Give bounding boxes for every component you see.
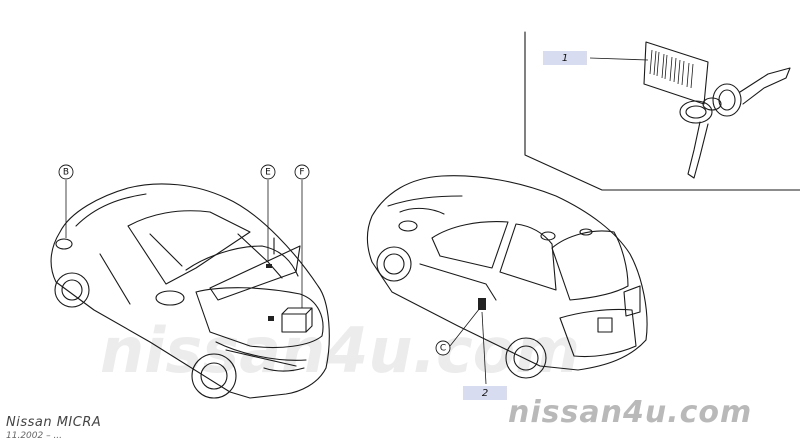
front-side-window bbox=[127, 210, 251, 285]
license-plate-area bbox=[597, 317, 613, 333]
front-left-wheel bbox=[54, 272, 90, 308]
engine-bay bbox=[195, 287, 324, 349]
rear-right-wheel bbox=[505, 337, 547, 379]
svg-text:2: 2 bbox=[482, 388, 488, 399]
car-rear-view bbox=[366, 175, 648, 379]
side-mirror bbox=[155, 290, 185, 306]
callout-loc-f: F bbox=[294, 164, 310, 180]
callout-part-1: 1 bbox=[543, 51, 587, 65]
hood-opening bbox=[185, 245, 299, 277]
detail-inset-border bbox=[524, 31, 800, 191]
svg-text:B: B bbox=[63, 168, 69, 178]
rear-spoiler bbox=[399, 207, 445, 215]
rear-side-window-2 bbox=[499, 223, 557, 291]
engine-label-sticker bbox=[268, 316, 274, 321]
svg-text:E: E bbox=[265, 168, 271, 178]
key-set-illustration bbox=[643, 41, 791, 179]
rear-left-wheel bbox=[376, 246, 412, 282]
model-date-range: 11.2002 – ... bbox=[6, 431, 63, 441]
tail-lamp bbox=[623, 285, 641, 317]
battery-icon bbox=[281, 313, 307, 333]
svg-text:C: C bbox=[440, 344, 446, 354]
background-watermark: nissan4u.com bbox=[100, 314, 580, 387]
open-hood-panel bbox=[209, 245, 301, 301]
pillar-label-sticker bbox=[478, 298, 486, 310]
callout-loc-b: B bbox=[58, 164, 74, 180]
rear-window bbox=[551, 230, 629, 301]
barcode-icon bbox=[649, 49, 694, 89]
key-tag bbox=[643, 41, 709, 105]
left-headlamp bbox=[55, 238, 73, 250]
key-ring-icon bbox=[679, 100, 713, 124]
callout-loc-e: E bbox=[260, 164, 276, 180]
rear-side-window-1 bbox=[431, 221, 509, 269]
car-front-view-hood-open bbox=[50, 183, 330, 399]
svg-text:1: 1 bbox=[562, 53, 568, 64]
door-line bbox=[99, 253, 131, 305]
key-blade-icon bbox=[739, 67, 791, 105]
door-line-rear bbox=[419, 263, 497, 301]
callout-loc-c: C bbox=[435, 340, 451, 356]
leader-lines bbox=[65, 57, 649, 385]
model-name: Nissan MICRA bbox=[6, 415, 102, 430]
tailgate-lower bbox=[559, 308, 637, 358]
site-watermark: nissan4u.com bbox=[508, 395, 753, 430]
callout-part-2: 2 bbox=[463, 386, 507, 400]
front-right-wheel bbox=[191, 353, 237, 399]
svg-text:F: F bbox=[299, 168, 304, 178]
